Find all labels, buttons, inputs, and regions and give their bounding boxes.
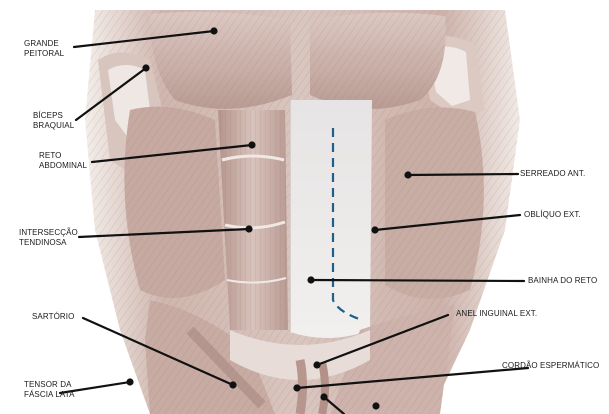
label-anel-inguinal-ext: ANEL INGUINAL EXT. xyxy=(456,309,537,319)
label-line: CORDÃO ESPERMÁTICO xyxy=(502,361,599,371)
leader-bainha-do-reto xyxy=(311,280,524,281)
leader-serreado-ant xyxy=(408,174,518,175)
label-interseccao-tendinosa: INTERSECÇÃO TENDINOSA xyxy=(19,228,78,248)
label-line: GRANDE xyxy=(24,39,64,49)
label-line: ABDOMINAL xyxy=(39,161,87,171)
label-line: BAINHA DO RETO xyxy=(528,276,597,286)
label-line: PEITORAL xyxy=(24,49,64,59)
label-sartorio: SARTÓRIO xyxy=(32,312,74,322)
label-line: BRAQUIAL xyxy=(33,121,74,131)
label-line: SERREADO ANT. xyxy=(520,169,585,179)
label-line: TENDINOSA xyxy=(19,238,78,248)
label-serreado-ant: SERREADO ANT. xyxy=(520,169,585,179)
label-line: FÁSCIA LATA xyxy=(24,390,75,400)
label-obliquo-ext: OBLÍQUO EXT. xyxy=(524,210,581,220)
label-line: TENSOR DA xyxy=(24,380,75,390)
label-line: RETO xyxy=(39,151,87,161)
label-tensor-fascia-lata: TENSOR DA FÁSCIA LATA xyxy=(24,380,75,400)
label-grande-peitoral: GRANDE PEITORAL xyxy=(24,39,64,59)
label-reto-abdominal: RETO ABDOMINAL xyxy=(39,151,87,171)
label-line: ANEL INGUINAL EXT. xyxy=(456,309,537,319)
label-cordao-espermatico: CORDÃO ESPERMÁTICO xyxy=(502,361,599,371)
rectus-sheath xyxy=(290,100,372,338)
label-line: INTERSECÇÃO xyxy=(19,228,78,238)
label-line: BÍCEPS xyxy=(33,111,74,121)
label-line: SARTÓRIO xyxy=(32,312,74,322)
label-line: OBLÍQUO EXT. xyxy=(524,210,581,220)
label-bainha-do-reto: BAINHA DO RETO xyxy=(528,276,597,286)
label-biceps-braquial: BÍCEPS BRAQUIAL xyxy=(33,111,74,131)
